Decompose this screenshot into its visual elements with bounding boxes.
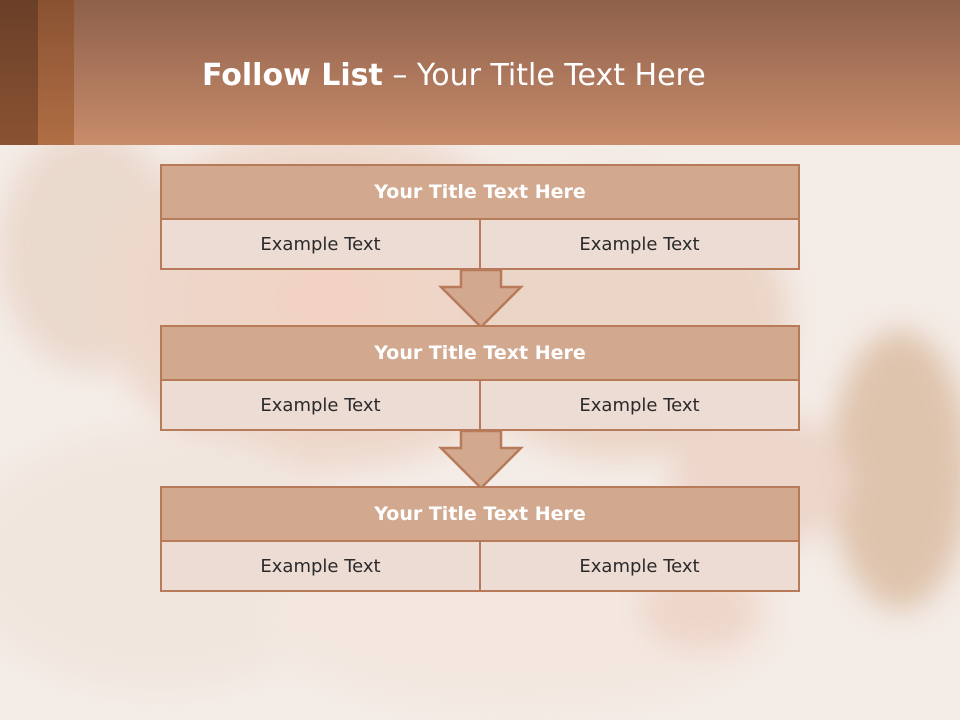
step-3-right-text: Example Text <box>481 542 800 592</box>
step-panel-2: Your Title Text Here Example Text Exampl… <box>160 325 800 431</box>
step-panel-1: Your Title Text Here Example Text Exampl… <box>160 164 800 270</box>
header-accent-light <box>38 0 74 145</box>
step-2-right-text: Example Text <box>481 381 800 431</box>
step-row-2: Example Text Example Text <box>160 381 800 431</box>
header-bar: Follow List – Your Title Text Here <box>0 0 960 145</box>
step-row-3: Example Text Example Text <box>160 542 800 592</box>
step-row-1: Example Text Example Text <box>160 220 800 270</box>
step-1-right-text: Example Text <box>481 220 800 270</box>
step-title-2: Your Title Text Here <box>160 325 800 381</box>
step-panel-3: Your Title Text Here Example Text Exampl… <box>160 486 800 592</box>
step-1-left-text: Example Text <box>160 220 481 270</box>
header-accent-dark <box>0 0 38 145</box>
slide-title-strong: Follow List <box>202 58 383 93</box>
step-title-1: Your Title Text Here <box>160 164 800 220</box>
slide-title-rest: – Your Title Text Here <box>382 58 706 93</box>
down-arrow-icon <box>438 268 524 329</box>
slide-title: Follow List – Your Title Text Here <box>202 56 706 96</box>
step-2-left-text: Example Text <box>160 381 481 431</box>
step-3-left-text: Example Text <box>160 542 481 592</box>
step-title-3: Your Title Text Here <box>160 486 800 542</box>
down-arrow-icon <box>438 429 524 490</box>
